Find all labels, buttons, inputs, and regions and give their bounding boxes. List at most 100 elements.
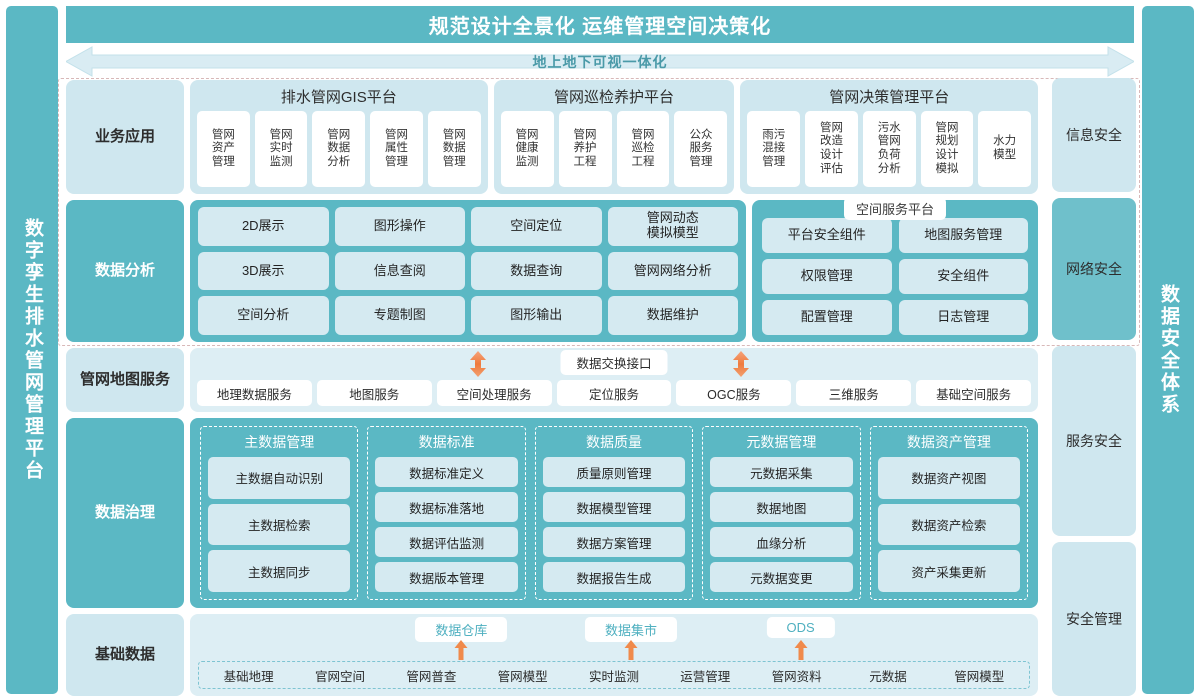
base-data-tag[interactable]: 数据仓库: [415, 617, 508, 642]
governance-item[interactable]: 数据标准落地: [375, 492, 518, 522]
platform-cell[interactable]: 管网 数据 分析: [312, 111, 366, 187]
platform-cell-label: 雨污 混接 管理: [762, 128, 786, 168]
platform-title: 管网巡检养护平台: [554, 89, 675, 106]
analysis-item[interactable]: 信息查阅: [334, 251, 465, 291]
spatial-item[interactable]: 平台安全组件: [762, 218, 892, 253]
governance-item[interactable]: 数据方案管理: [542, 527, 686, 557]
row-label-mapservice: 管网地图服务: [66, 348, 184, 412]
analysis-item[interactable]: 空间定位: [471, 207, 602, 246]
map-service-item[interactable]: 地理数据服务: [197, 380, 312, 406]
governance-item[interactable]: 元数据采集: [710, 457, 853, 487]
base-data-tag[interactable]: ODS: [766, 617, 835, 638]
map-service-item[interactable]: 定位服务: [556, 380, 672, 406]
platform-cell[interactable]: 管网 规划 设计 模拟: [920, 111, 974, 187]
security-cell-3[interactable]: 服务安全: [1052, 346, 1136, 536]
governance-item[interactable]: 数据资产视图: [877, 457, 1021, 499]
map-service-item[interactable]: 基础空间服务: [916, 380, 1032, 406]
base-data-item[interactable]: 元数据: [869, 669, 907, 684]
main-body: 业务应用 排水管网GIS平台管网 资产 管理管网 实时 监测管网 数据 分析管网…: [58, 78, 1140, 696]
platform-cell[interactable]: 管网 数据 管理: [427, 111, 481, 187]
governance-item[interactable]: 主数据自动识别: [208, 457, 351, 499]
base-data-item[interactable]: 实时监测: [588, 669, 639, 684]
spatial-item[interactable]: 地图服务管理: [898, 218, 1028, 253]
governance-group-title: 元数据管理: [746, 434, 817, 450]
base-data-item[interactable]: 管网资料: [771, 669, 822, 684]
governance-item[interactable]: 资产采集更新: [877, 550, 1021, 593]
platform-cell[interactable]: 管网 健康 监测: [500, 111, 554, 187]
up-arrow-icon: [624, 640, 638, 660]
governance-item[interactable]: 数据模型管理: [542, 492, 686, 522]
governance-item[interactable]: 主数据同步: [208, 550, 351, 593]
governance-group: 数据质量质量原则管理数据模型管理数据方案管理数据报告生成: [534, 426, 694, 600]
analysis-item[interactable]: 专题制图: [334, 296, 465, 336]
platform-cell[interactable]: 管网 改造 设计 评估: [805, 111, 858, 187]
spatial-item[interactable]: 安全组件: [898, 259, 1028, 294]
security-cell-1[interactable]: 信息安全: [1052, 78, 1136, 192]
map-service-item[interactable]: 空间处理服务: [436, 380, 552, 406]
platform-cell[interactable]: 管网 实时 监测: [254, 111, 308, 187]
base-data-item[interactable]: 运营管理: [680, 669, 731, 684]
platform-cell-label: 管网 实时 监测: [269, 128, 293, 168]
spatial-item[interactable]: 日志管理: [898, 300, 1028, 335]
platform-cell[interactable]: 管网 养护 工程: [558, 111, 612, 187]
platform-cell[interactable]: 公众 服务 管理: [674, 111, 728, 187]
governance-item[interactable]: 主数据检索: [208, 503, 351, 546]
up-arrow-icon: [454, 640, 468, 660]
platform-cell-label: 管网 数据 分析: [327, 128, 351, 168]
governance-item[interactable]: 数据地图: [710, 492, 853, 522]
governance-item[interactable]: 血缘分析: [710, 527, 853, 557]
platform-title: 管网决策管理平台: [829, 89, 950, 106]
platform-cell[interactable]: 污水 管网 负荷 分析: [862, 111, 916, 187]
spatial-column: 平台安全组件权限管理配置管理: [762, 218, 892, 335]
platform-cell[interactable]: 管网 属性 管理: [370, 111, 423, 187]
analysis-item[interactable]: 数据维护: [607, 296, 738, 336]
security-cell-4[interactable]: 安全管理: [1052, 542, 1136, 696]
governance-item[interactable]: 数据资产检索: [877, 503, 1021, 546]
analysis-item[interactable]: 管网动态 模拟模型: [607, 207, 738, 246]
governance-item[interactable]: 元数据变更: [710, 562, 853, 592]
platform-cell[interactable]: 管网 巡检 工程: [616, 111, 670, 187]
base-data-item[interactable]: 管网普查: [406, 669, 457, 684]
analysis-item[interactable]: 图形操作: [334, 207, 465, 246]
base-data-item[interactable]: 管网模型: [954, 669, 1005, 684]
governance-group-items: 主数据自动识别主数据检索主数据同步: [208, 457, 351, 593]
security-cell-2[interactable]: 网络安全: [1052, 198, 1136, 340]
analysis-column: 空间定位数据查询图形输出: [471, 207, 602, 336]
base-data-item[interactable]: 管网模型: [497, 669, 548, 684]
governance-item[interactable]: 数据报告生成: [542, 562, 686, 592]
governance-item[interactable]: 质量原则管理: [542, 457, 686, 487]
platform-cell[interactable]: 雨污 混接 管理: [747, 111, 801, 187]
platform-cell-label: 管网 改造 设计 评估: [820, 121, 844, 175]
base-data-item[interactable]: 官网空间: [314, 669, 365, 684]
analysis-item[interactable]: 图形输出: [471, 296, 602, 336]
governance-item[interactable]: 数据标准定义: [375, 457, 518, 487]
map-service-item[interactable]: 三维服务: [796, 380, 912, 406]
base-data-tag[interactable]: 数据集市: [584, 617, 677, 642]
governance-item[interactable]: 数据评估监测: [375, 527, 518, 557]
analysis-item[interactable]: 3D展示: [198, 251, 329, 291]
analysis-item[interactable]: 管网网络分析: [607, 251, 738, 291]
header-title-bar: 规范设计全景化 运维管理空间决策化: [66, 6, 1134, 43]
page-title: 规范设计全景化 运维管理空间决策化: [428, 16, 772, 38]
spatial-item[interactable]: 权限管理: [762, 259, 892, 294]
platform-cell[interactable]: 水力 模型: [978, 111, 1032, 187]
analysis-item[interactable]: 2D展示: [198, 207, 329, 246]
platform-cell[interactable]: 管网 资产 管理: [197, 111, 250, 187]
up-down-arrow-icon-left: [469, 351, 486, 377]
analysis-item[interactable]: 数据查询: [471, 251, 602, 291]
platform-cells: 管网 资产 管理管网 实时 监测 管网 数据 分析管网 属性 管理管网 数据 管理: [197, 111, 481, 187]
map-service-item[interactable]: OGC服务: [676, 380, 792, 406]
analysis-item[interactable]: 空间分析: [198, 296, 329, 336]
banner-label: 地上地下可视一体化: [532, 53, 668, 70]
platform-cell-label: 管网 巡检 工程: [631, 128, 655, 168]
governance-item[interactable]: 数据版本管理: [375, 562, 518, 592]
map-service-item[interactable]: 地图服务: [316, 380, 432, 406]
base-data-item[interactable]: 基础地理: [223, 669, 274, 684]
base-data-items: 基础地理 官网空间 管网普查 管网模型 实时监测 运营管理 管网资料 元数据 管网模型: [198, 661, 1030, 689]
analysis-column: 图形操作信息查阅专题制图: [334, 207, 465, 336]
spatial-item[interactable]: 配置管理: [762, 300, 892, 335]
